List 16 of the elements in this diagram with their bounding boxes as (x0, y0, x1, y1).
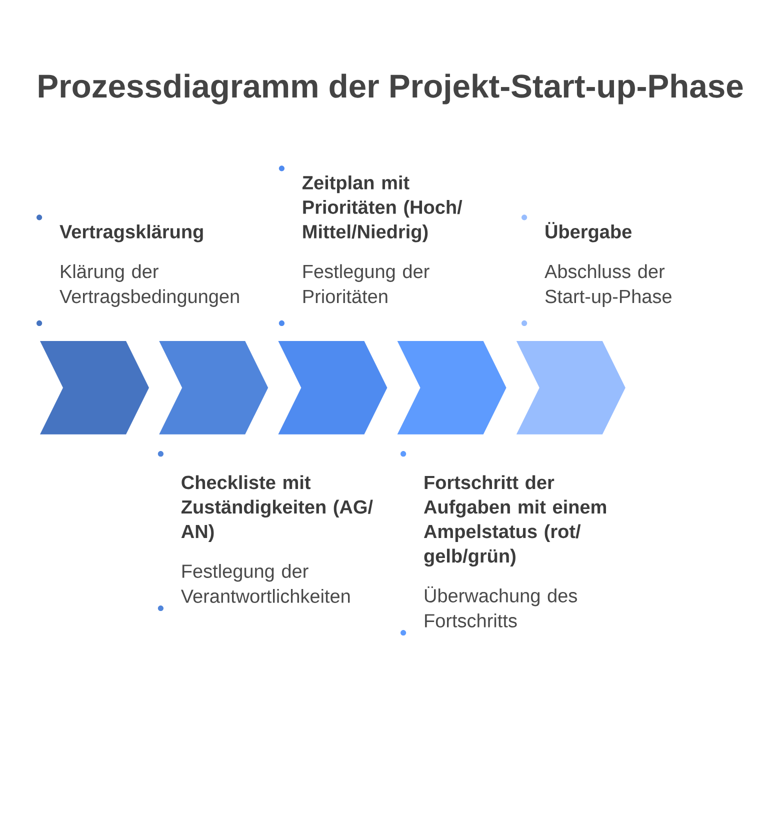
step-heading: Übergabe (546, 222, 632, 242)
process-step (397, 341, 506, 434)
step-description: Festlegung der Verantwortlichkeiten (180, 564, 350, 603)
step-description: Festlegung der Prioritäten (303, 264, 430, 304)
process-step (40, 341, 149, 434)
process-step (516, 341, 626, 434)
step-heading: Checkliste mit Zuständigkeiten (AG/AN) (181, 475, 373, 542)
step-heading: Zeitplan mit Prioritäten (Hoch/Mittel/Niedrig) (302, 175, 462, 242)
step-heading: Vertragsklärung (60, 224, 203, 242)
process-step (278, 341, 388, 434)
process-step (159, 341, 268, 434)
step-heading: Fortschritt der Aufgaben mit einem Ampelstatus (rot/gelb/grün) (424, 475, 606, 567)
step-description: Klärung der Vertragsbedingungen (60, 264, 239, 307)
title: Prozessdiagramm der Projekt-Start-up-Phase (38, 74, 743, 104)
step-description: Überwachung des Fortschritts (424, 586, 577, 628)
step-description: Abschluss der Start-up-Phase (544, 264, 672, 307)
